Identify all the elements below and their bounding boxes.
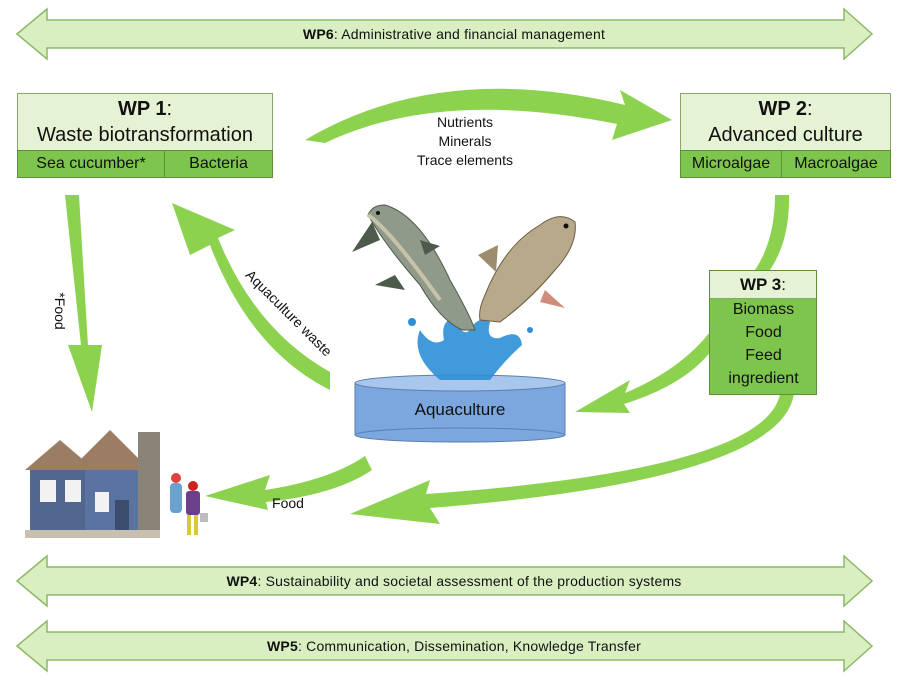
wp5-code: WP5 — [267, 638, 298, 654]
wp2-title: Advanced culture — [708, 124, 863, 146]
aquaculture-label: Aquaculture — [414, 400, 506, 419]
wp5-banner-arrow — [15, 619, 874, 673]
wp3-item-food: Food — [745, 324, 782, 341]
wp6-text: : Administrative and financial managemen… — [333, 26, 606, 42]
people-icon — [170, 473, 208, 535]
trout-fish-icon — [352, 204, 476, 331]
trace-elements-text: Trace elements — [417, 152, 513, 168]
wp2-to-wp3-arrow — [755, 195, 790, 270]
wp3-heading: WP 3: — [710, 271, 816, 299]
nutrients-arrow — [305, 88, 672, 143]
wp6-banner: WP6: Administrative and financial manage… — [0, 26, 908, 42]
wp3-to-aquaculture-arrow — [575, 332, 712, 413]
wp3-item-feed: Feed — [745, 347, 782, 364]
wp3-box: WP 3: — [709, 270, 817, 395]
wp4-text: : Sustainability and societal assessment… — [257, 573, 682, 589]
house-icon — [25, 430, 160, 538]
wp4-banner: WP4: Sustainability and societal assessm… — [0, 573, 908, 589]
wp5-text: : Communication, Dissemination, Knowledg… — [297, 638, 641, 654]
nutrients-text: Nutrients — [436, 114, 494, 130]
wp1-code: WP 1 — [117, 98, 167, 120]
wp1-colon: : — [166, 98, 173, 120]
food-bottom-label: Food — [272, 495, 304, 511]
food-down-arrow — [65, 195, 102, 412]
wp3-to-food-arrow — [350, 394, 794, 524]
wp3-item-ingredient: ingredient — [728, 370, 799, 387]
food-to-house-arrow — [205, 456, 372, 510]
wp2-colon: : — [806, 98, 813, 120]
wp1-cell-sea-cucumber: Sea cucumber* — [17, 150, 165, 178]
wp1-cell-bacteria: Bacteria — [164, 150, 273, 178]
carp-fish-icon — [478, 216, 576, 323]
wp2-heading: WP 2: — [681, 98, 890, 121]
wp2-box: WP 2: Advanced culture Microalgae Macroa… — [680, 93, 891, 178]
wp3-colon: : — [781, 275, 786, 294]
wp1-box: WP 1: Waste biotransformation Sea cucumb… — [17, 93, 273, 178]
wp1-heading: WP 1: — [18, 98, 272, 121]
food-side-label: *Food — [52, 292, 68, 330]
wp6-code: WP6 — [302, 26, 334, 42]
wp5-banner: WP5: Communication, Dissemination, Knowl… — [0, 638, 908, 654]
wp1-title: Waste biotransformation — [36, 124, 253, 146]
wp4-banner-arrow — [15, 554, 874, 608]
wp2-cell-microalgae: Microalgae — [680, 150, 782, 178]
minerals-text: Minerals — [438, 133, 492, 149]
wp4-code: WP4 — [226, 573, 258, 589]
wp3-code: WP 3 — [740, 275, 782, 294]
nutrients-label: Nutrients Minerals Trace elements — [405, 113, 525, 170]
wp3-items: Biomass Food Feed ingredient — [710, 298, 817, 390]
wp2-code: WP 2 — [758, 98, 807, 120]
wp6-banner-arrow — [15, 7, 874, 61]
wp3-item-biomass: Biomass — [732, 301, 795, 318]
aquaculture-waste-arrow — [172, 203, 330, 390]
wp2-cell-macroalgae: Macroalgae — [781, 150, 891, 178]
